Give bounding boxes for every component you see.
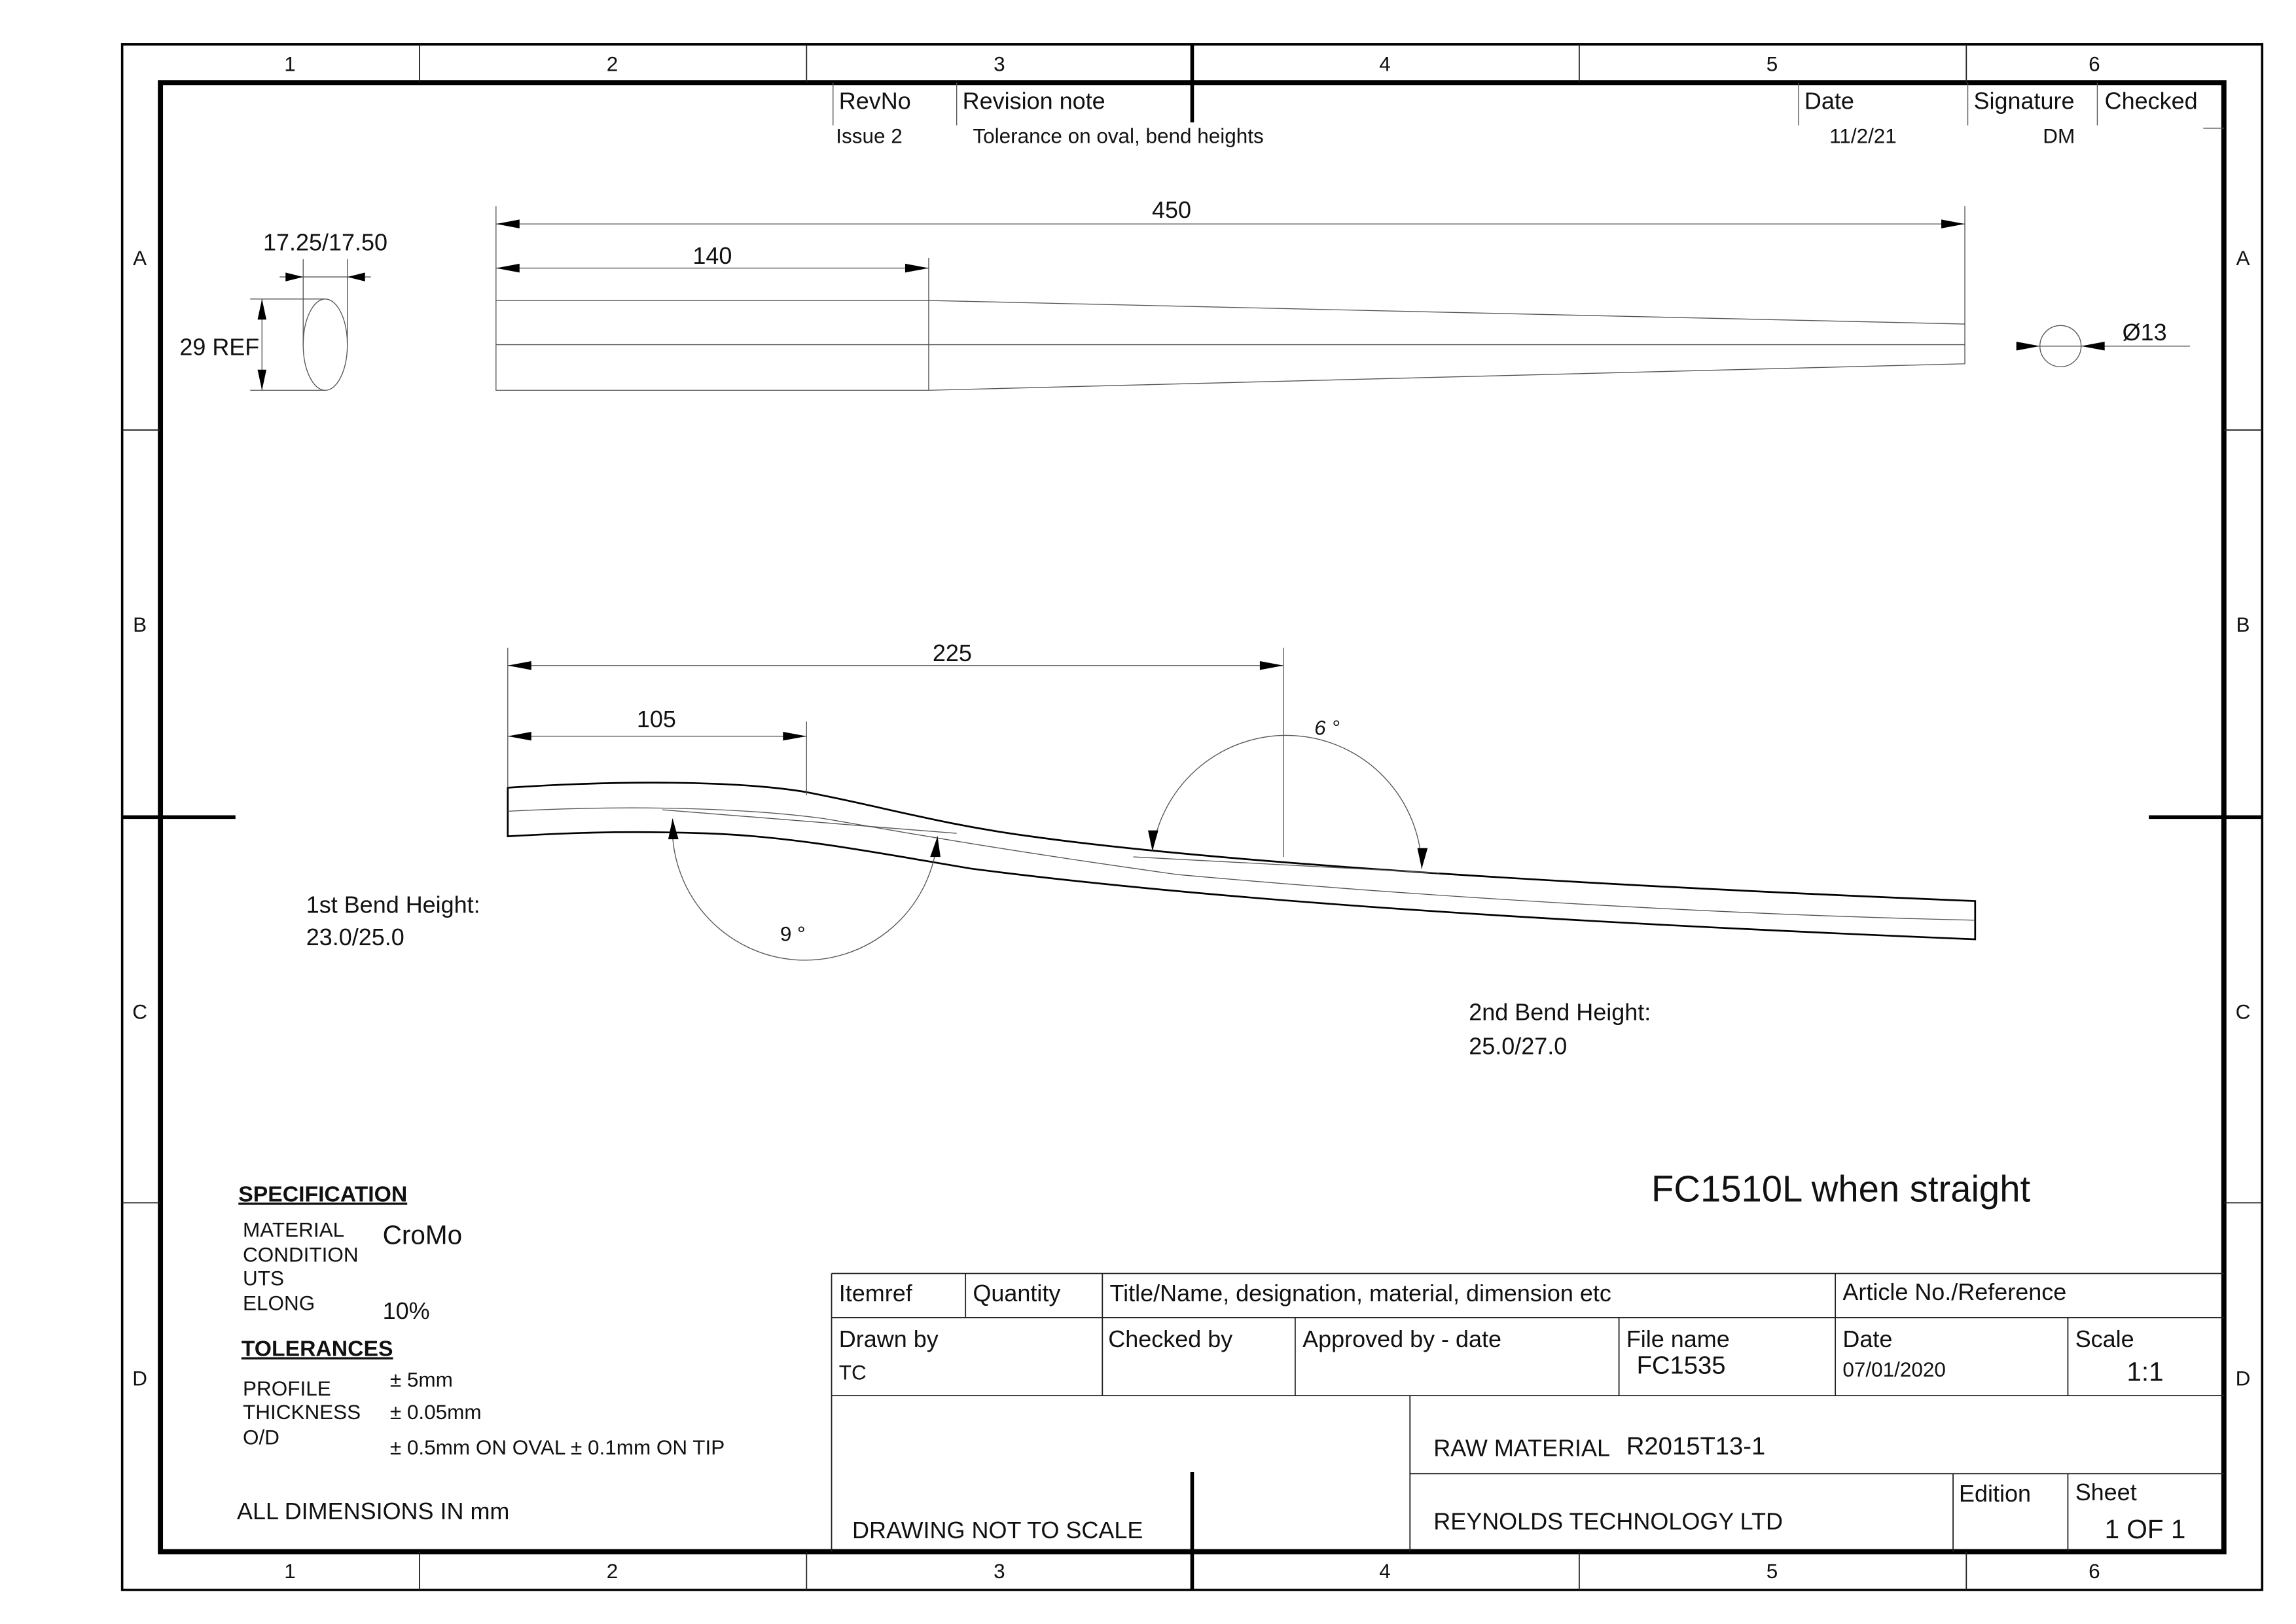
revision-header-date: Date — [1804, 88, 1854, 115]
column-label: 5 — [1767, 52, 1778, 75]
company-name: REYNOLDS TECHNOLOGY LTD — [1433, 1508, 1783, 1535]
revision-header-signature: Signature — [1974, 88, 2075, 115]
specification-block: SPECIFICATION MATERIAL CONDITION UTS ELO… — [237, 1182, 725, 1525]
title-block: Itemref Quantity Title/Name, designation… — [831, 1272, 2224, 1552]
revision-signature: DM — [2043, 124, 2075, 147]
spec-label: UTS — [243, 1267, 284, 1290]
approved-by-label: Approved by - date — [1302, 1326, 1501, 1352]
drawn-by-label: Drawn by — [839, 1326, 939, 1352]
column-label: 6 — [2089, 52, 2100, 75]
column-label: 3 — [994, 52, 1005, 75]
part-title: FC1510L when straight — [1651, 1168, 2030, 1209]
edition-label: Edition — [1959, 1480, 2031, 1507]
column-label: 6 — [2089, 1560, 2100, 1583]
spec-elong-value: 10% — [383, 1297, 430, 1324]
revision-table: RevNo Revision note Date Signature Check… — [833, 82, 2224, 147]
revision-note: Tolerance on oval, bend heights — [973, 124, 1263, 147]
revision-header-revno: RevNo — [839, 88, 911, 115]
tolerance-profile: ± 5mm — [390, 1369, 453, 1392]
spec-label: CONDITION — [243, 1243, 359, 1266]
column-label: 3 — [994, 1560, 1005, 1583]
column-label: 2 — [607, 1560, 619, 1583]
scale-label: Scale — [2075, 1326, 2134, 1352]
tolerance-od: ± 0.5mm ON OVAL ± 0.1mm ON TIP — [390, 1436, 725, 1459]
first-bend-height-label: 1st Bend Height: — [306, 892, 480, 918]
tolerance-label: THICKNESS — [243, 1401, 361, 1424]
file-name-value: FC1535 — [1637, 1351, 1726, 1379]
revision-header-note: Revision note — [963, 88, 1105, 115]
angle-second-bend: 6 ° — [1314, 716, 1340, 739]
spec-material-value: CroMo — [383, 1219, 462, 1250]
sheet-frame — [120, 43, 2264, 1591]
first-bend-height-value: 23.0/25.0 — [306, 924, 404, 950]
sheet-value: 1 OF 1 — [2105, 1514, 2186, 1544]
column-label: 2 — [607, 52, 619, 75]
row-label: D — [2236, 1367, 2251, 1390]
angle-first-bend: 9 ° — [780, 922, 806, 945]
article-header: Article No./Reference — [1842, 1278, 2066, 1305]
dim-oval-width: 17.25/17.50 — [263, 229, 387, 256]
sheet-label: Sheet — [2075, 1479, 2137, 1506]
specification-heading: SPECIFICATION — [238, 1182, 407, 1206]
tolerance-thickness: ± 0.05mm — [390, 1401, 482, 1424]
revision-revno: Issue 2 — [836, 124, 902, 147]
date-value: 07/01/2020 — [1842, 1358, 1946, 1381]
top-view: 450 140 17.25/17.50 29 REF Ø13 — [179, 196, 2191, 391]
spec-label: ELONG — [243, 1292, 315, 1315]
tolerances-heading: TOLERANCES — [242, 1336, 393, 1361]
column-label: 1 — [284, 1560, 296, 1583]
itemref-header: Itemref — [839, 1280, 913, 1307]
tolerance-label: O/D — [243, 1426, 279, 1449]
title-name-header: Title/Name, designation, material, dimen… — [1110, 1280, 1611, 1307]
column-label: 4 — [1379, 1560, 1391, 1583]
raw-material-value: R2015T13-1 — [1626, 1432, 1765, 1460]
row-label: C — [2236, 1000, 2251, 1023]
row-label: A — [133, 247, 147, 270]
revision-date: 11/2/21 — [1829, 124, 1897, 147]
row-label: C — [132, 1000, 147, 1023]
date-label: Date — [1842, 1326, 1892, 1352]
spec-label: MATERIAL — [243, 1218, 344, 1241]
scale-value: 1:1 — [2126, 1357, 2163, 1387]
column-label: 5 — [1767, 1560, 1778, 1583]
drawn-by-value: TC — [839, 1361, 867, 1384]
row-label: A — [2236, 247, 2250, 270]
file-name-label: File name — [1626, 1326, 1730, 1352]
not-to-scale-note: DRAWING NOT TO SCALE — [852, 1517, 1143, 1543]
tolerance-label: PROFILE — [243, 1377, 331, 1400]
column-label: 4 — [1379, 52, 1391, 75]
units-note: ALL DIMENSIONS IN mm — [237, 1498, 509, 1525]
checked-by-label: Checked by — [1108, 1326, 1232, 1352]
dim-overall-length: 450 — [1152, 196, 1191, 223]
row-label: B — [2236, 613, 2250, 636]
dim-first-bend-position: 105 — [637, 706, 676, 732]
dim-oval-length: 140 — [692, 242, 732, 269]
row-markers: A B C D A B C D — [132, 247, 2250, 1390]
quantity-header: Quantity — [973, 1280, 1060, 1307]
dim-tip-diameter: Ø13 — [2123, 319, 2167, 346]
column-label: 1 — [284, 52, 296, 75]
second-bend-height-value: 25.0/27.0 — [1469, 1032, 1567, 1059]
row-label: D — [132, 1367, 147, 1390]
dim-second-bend-position: 225 — [933, 640, 972, 666]
raw-material-label: RAW MATERIAL — [1433, 1434, 1610, 1461]
side-view: 225 105 9 ° 6 ° 1st Bend Height: 23.0/25… — [306, 640, 1977, 1059]
column-markers: 1 2 3 4 5 6 1 2 3 4 5 6 — [284, 52, 2100, 1583]
second-bend-height-label: 2nd Bend Height: — [1469, 999, 1651, 1026]
dim-oval-height: 29 REF — [179, 333, 259, 360]
revision-header-checked: Checked — [2105, 88, 2198, 115]
row-label: B — [133, 613, 147, 636]
